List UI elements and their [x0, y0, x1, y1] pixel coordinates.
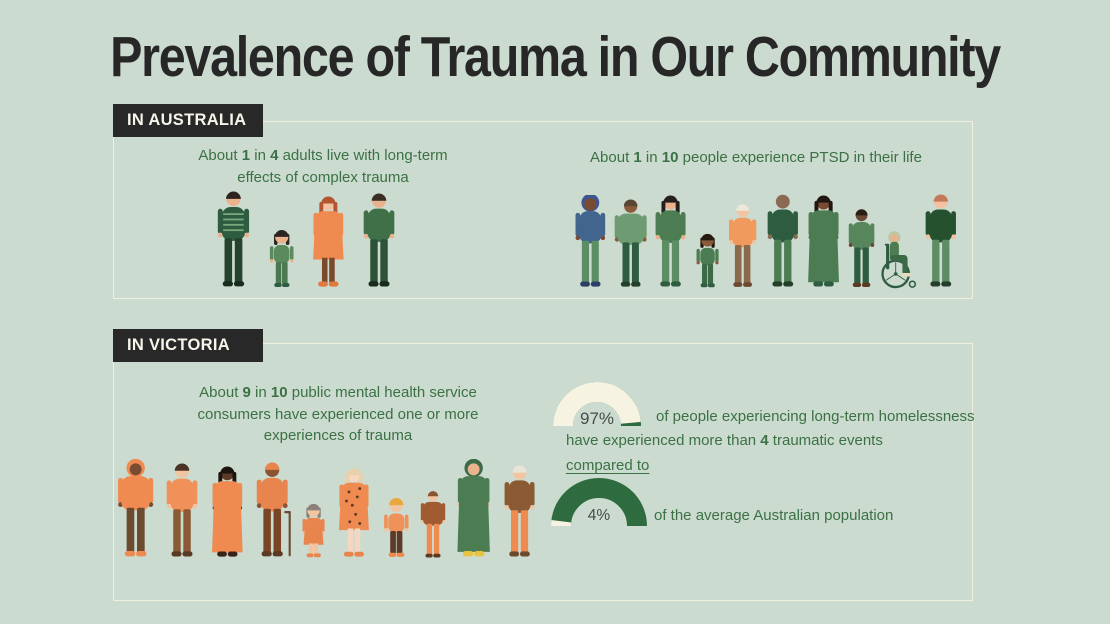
gauge-97-value-label: 97% [579, 409, 615, 428]
section-australia-panel [113, 121, 973, 299]
gauge-chart-97-percent [553, 382, 641, 433]
person-figure [926, 194, 957, 287]
person-figure [504, 465, 535, 557]
section-victoria-panel [113, 343, 973, 601]
gauge-4-value-label: 4% [587, 507, 611, 524]
gauge-chart-4-percent [551, 478, 647, 533]
pictogram-crowd-1-in-10 [570, 186, 957, 290]
person-figure [808, 195, 840, 287]
average-population-stat-line: of the average Australian population [654, 507, 894, 524]
person-figure [614, 199, 647, 287]
section-label-victoria: IN VICTORIA [113, 329, 263, 362]
person-figure [420, 491, 446, 558]
person-figure [767, 194, 798, 287]
section-label-australia: IN AUSTRALIA [113, 104, 263, 137]
person-figure [729, 204, 757, 287]
person-figure [256, 462, 291, 557]
person-figure [881, 231, 917, 289]
page-title: Prevalence of Trauma in Our Community [110, 25, 1001, 89]
person-figure [269, 230, 294, 288]
person-figure [696, 233, 719, 288]
person-figure [383, 498, 409, 557]
compared-to-label: compared to [566, 457, 650, 474]
person-figure [211, 466, 243, 557]
pictogram-family-1-in-4 [212, 188, 400, 290]
person-figure [313, 196, 344, 287]
stat-ptsd-text: About 1 in 10 people experience PTSD in … [590, 149, 922, 166]
pictogram-crowd-9-in-10 [114, 448, 540, 560]
person-figure [655, 195, 686, 287]
person-figure [166, 463, 198, 557]
person-figure [302, 503, 325, 558]
homelessness-stat-line2: have experienced more than 4 traumatic e… [566, 432, 883, 449]
person-figure [217, 191, 250, 287]
person-figure [363, 193, 395, 287]
person-figure [575, 195, 606, 287]
person-figure [339, 468, 370, 557]
person-figure [457, 459, 490, 557]
person-figure [118, 459, 154, 557]
stat-mental-health-text: About 9 in 10 public mental health servi… [197, 384, 479, 444]
homelessness-stat-line1: of people experiencing long-term homeles… [656, 408, 975, 425]
person-figure [849, 209, 875, 288]
